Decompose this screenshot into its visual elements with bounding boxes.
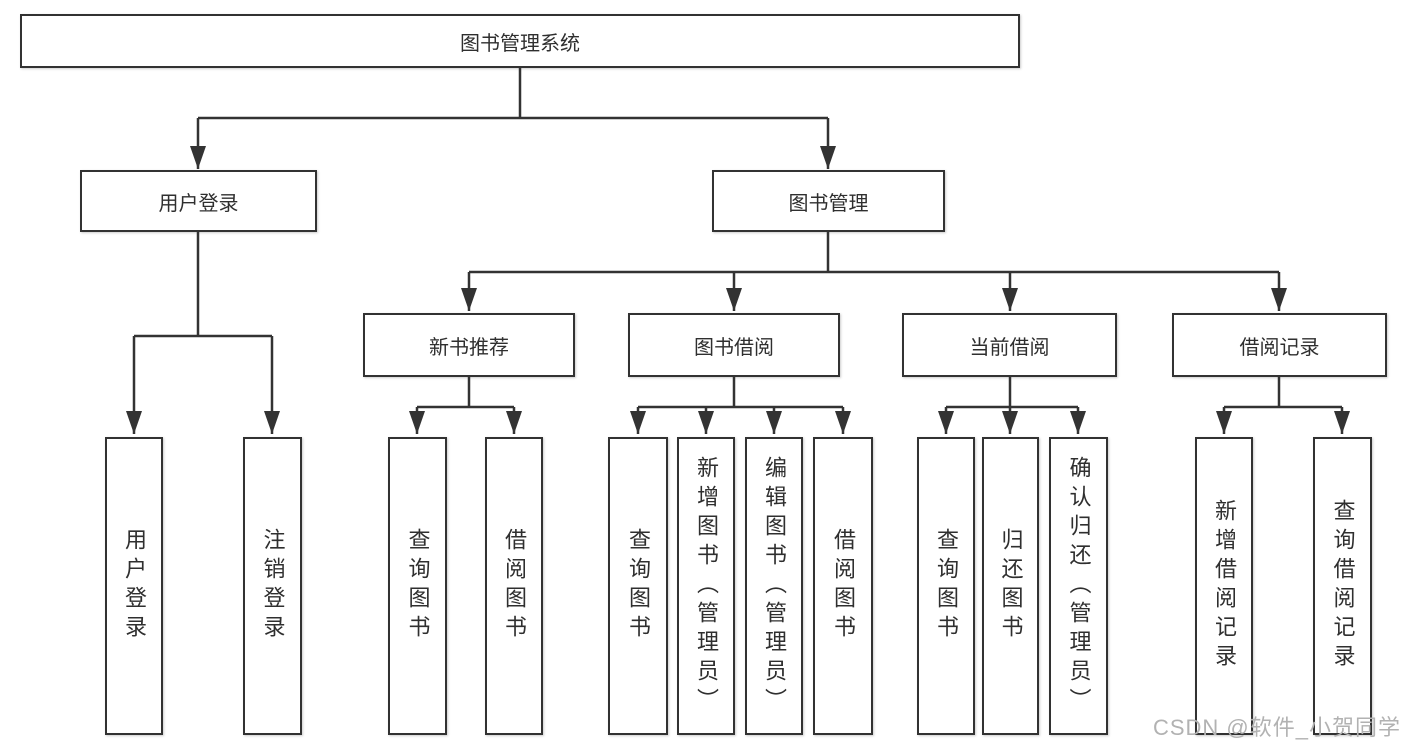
leaf-borrow-edit-books-admin: 编辑图书（管理员）	[745, 437, 803, 735]
tree-trunk-lines	[134, 68, 1342, 409]
leaf-current-confirm-return-admin: 确认归还（管理员）	[1049, 437, 1108, 735]
leaf-borrow-borrow-books: 借阅图书	[813, 437, 873, 735]
leaf-current-query-books: 查询图书	[917, 437, 975, 735]
node-book-management-branch: 图书管理	[712, 170, 945, 232]
watermark: CSDN @软件_小贺同学	[1152, 715, 1401, 740]
leaf-current-return-books: 归还图书	[982, 437, 1039, 735]
leaf-recommend-query-books: 查询图书	[388, 437, 447, 735]
tree-arrow-lines	[126, 118, 1350, 434]
leaf-records-query-record: 查询借阅记录	[1313, 437, 1372, 735]
leaf-records-add-record: 新增借阅记录	[1195, 437, 1253, 735]
node-current-borrow: 当前借阅	[902, 313, 1117, 377]
node-new-book-recommend: 新书推荐	[363, 313, 575, 377]
leaf-borrow-query-books: 查询图书	[608, 437, 668, 735]
node-borrow-records: 借阅记录	[1172, 313, 1387, 377]
leaf-logout: 注销登录	[243, 437, 302, 735]
leaf-user-login: 用户登录	[105, 437, 163, 735]
node-user-login-branch: 用户登录	[80, 170, 317, 232]
node-root-system: 图书管理系统	[20, 14, 1020, 68]
node-book-borrow: 图书借阅	[628, 313, 840, 377]
leaf-borrow-add-books-admin: 新增图书（管理员）	[677, 437, 735, 735]
leaf-recommend-borrow-books: 借阅图书	[485, 437, 543, 735]
